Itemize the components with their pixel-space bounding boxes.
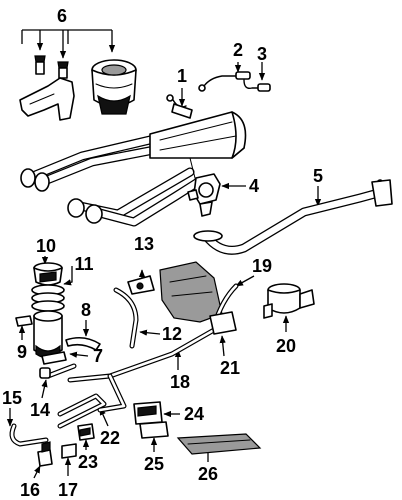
callout-8: 8 xyxy=(81,300,91,320)
callout-labels: 6 2 3 1 4 5 10 13 11 19 8 12 20 9 7 21 1… xyxy=(2,6,323,500)
bolt-small-1 xyxy=(34,55,46,75)
part-25-mount xyxy=(139,421,169,452)
callout-14: 14 xyxy=(30,400,50,420)
callout-1: 1 xyxy=(177,66,187,86)
part-16-connector xyxy=(33,441,53,479)
callout-25: 25 xyxy=(144,454,164,474)
callout-15: 15 xyxy=(2,388,22,408)
part-17-clip xyxy=(61,443,77,476)
part-14-hose xyxy=(39,363,77,399)
callout-3: 3 xyxy=(257,44,267,64)
part-canister-body xyxy=(33,310,63,359)
callout-9: 9 xyxy=(17,342,27,362)
part-21-bracket xyxy=(209,311,237,357)
callout-19: 19 xyxy=(252,256,272,276)
callout-5: 5 xyxy=(313,166,323,186)
part-15-hose xyxy=(6,408,49,447)
callout-20: 20 xyxy=(276,336,296,356)
callout-6: 6 xyxy=(57,6,67,26)
callout-2: 2 xyxy=(233,40,243,60)
callout-10: 10 xyxy=(36,236,56,256)
part-9-bracket xyxy=(15,315,33,340)
part-26-heat-shield xyxy=(176,433,262,462)
part-11-seal-rings xyxy=(31,266,73,312)
callout-16: 16 xyxy=(20,480,40,500)
part-4-valve xyxy=(187,173,246,217)
part-7-hose-connector xyxy=(41,351,89,365)
part-5-exhaust-pipe xyxy=(193,179,393,255)
callout-13: 13 xyxy=(134,234,154,254)
air-pump xyxy=(91,59,137,115)
part-24-bracket xyxy=(133,401,180,425)
callout-7: 7 xyxy=(93,346,103,366)
part-23-clip xyxy=(77,423,95,450)
part-heat-shield xyxy=(159,261,223,323)
part-8-clamp-strap xyxy=(65,320,101,351)
callout-11: 11 xyxy=(74,254,93,274)
part-10-canister-cap xyxy=(33,256,63,286)
callout-26: 26 xyxy=(198,464,218,484)
part-1-oxygen-sensor xyxy=(166,88,193,119)
catalytic-converter-assembly xyxy=(20,111,247,227)
callout-17: 17 xyxy=(58,480,78,500)
callout-22: 22 xyxy=(100,428,120,448)
callout-23: 23 xyxy=(78,452,98,472)
part-20-canister xyxy=(263,283,315,332)
callout-12: 12 xyxy=(162,324,182,344)
part-3-oxygen-sensor xyxy=(243,62,271,92)
callout-4: 4 xyxy=(249,176,259,196)
bolt-small-2 xyxy=(57,61,69,79)
callout-18: 18 xyxy=(170,372,190,392)
pump-bracket xyxy=(19,77,75,121)
part-18-line xyxy=(67,319,231,413)
part-12-hose xyxy=(113,287,161,349)
part-6-air-pump-assembly xyxy=(19,29,137,121)
part-13-clip xyxy=(127,269,155,295)
part-2-oxygen-sensor xyxy=(198,62,251,92)
callout-21: 21 xyxy=(220,358,240,378)
callout-24: 24 xyxy=(184,404,204,424)
